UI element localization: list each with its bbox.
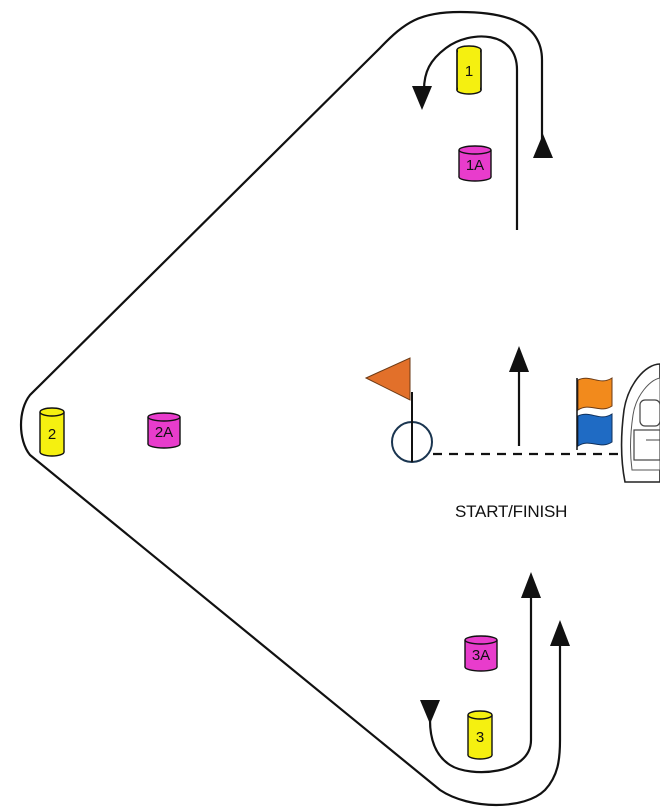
- start-finish-label: START/FINISH: [455, 502, 567, 521]
- arrow-down-mark3: [420, 700, 440, 724]
- mark-2a-label: 2A: [155, 424, 173, 441]
- course-diamond-path: [21, 12, 560, 805]
- arrow-up-bottom-outer: [550, 620, 570, 646]
- arrow-down-mark1: [412, 86, 432, 110]
- mark-1-label: 1: [465, 63, 473, 80]
- motorboat-icon: [621, 364, 660, 482]
- center-arrow-head: [509, 346, 529, 372]
- orange-blue-flags-icon: [577, 378, 612, 450]
- mark-3-buoy: 3: [468, 711, 492, 759]
- mark-2a-buoy: 2A: [148, 413, 180, 448]
- mark-1a-buoy: 1A: [459, 146, 491, 181]
- mark-1a-label: 1A: [466, 157, 484, 174]
- arrow-up-right-top: [533, 134, 553, 158]
- mark-2-buoy: 2: [40, 408, 64, 456]
- mark-1-buoy: 1: [457, 46, 481, 94]
- mark-3a-label: 3A: [472, 647, 490, 664]
- arrow-up-bottom-inner: [521, 572, 541, 598]
- mark-3-label: 3: [476, 729, 484, 746]
- orange-flag-pin-icon: [366, 358, 432, 462]
- mark-2-label: 2: [48, 426, 56, 443]
- mark-3a-buoy: 3A: [465, 636, 497, 671]
